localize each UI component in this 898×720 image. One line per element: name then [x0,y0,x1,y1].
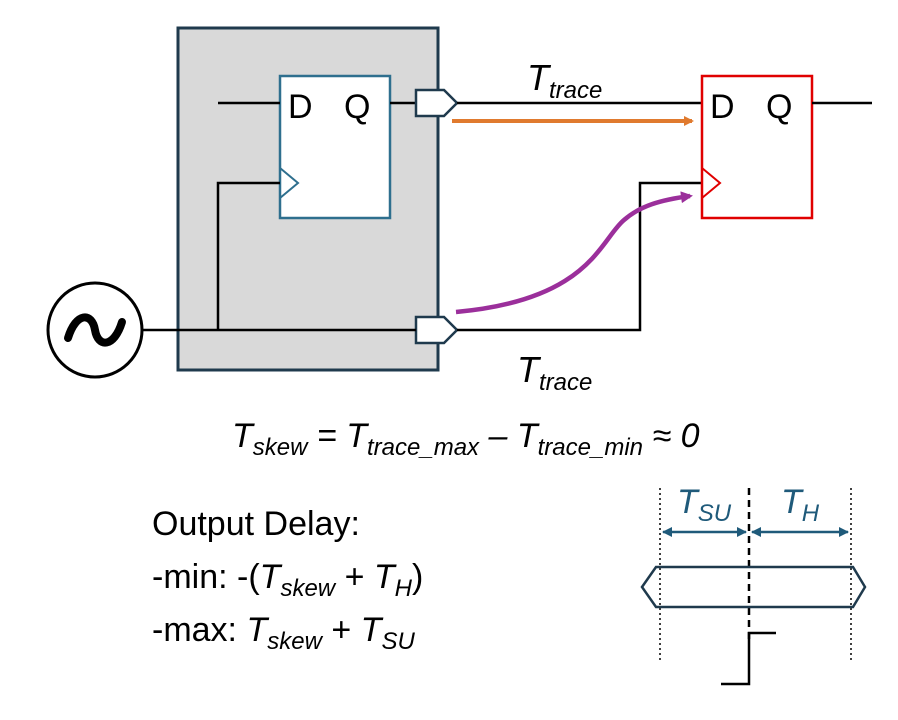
output-delay-title: Output Delay: [152,505,360,543]
ff1-clock-wire [216,181,280,330]
trace-top-label: Ttrace [527,57,602,104]
clock-path-arrow [455,191,693,315]
flip-flop-source [278,74,392,220]
ff2-clock-triangle [701,167,722,199]
ff1-d-label: D [288,88,313,126]
data-output-buffer [414,88,459,118]
ff1-clock-triangle [279,167,300,199]
clock-rising-edge [721,631,776,686]
trace-bottom-label: Ttrace [517,349,592,396]
clock-output-buffer [414,315,459,345]
hold-time-label: TH [781,483,820,527]
skew-equation: Tskew = Ttrace_max – Ttrace_min ≈ 0 [232,417,700,461]
clock-trace-wire [457,181,702,332]
sine-wave-icon [64,313,126,347]
output-delay-min: -min: -(Tskew + TH) [152,558,423,602]
setup-time-label: TSU [677,483,732,527]
data-valid-window [640,565,867,609]
output-delay-max: -max: Tskew + TSU [152,611,415,655]
flip-flop-destination [700,74,814,220]
ff1-q-label: Q [344,88,370,126]
ff2-d-label: D [710,88,735,126]
ff2-q-label: Q [766,88,792,126]
